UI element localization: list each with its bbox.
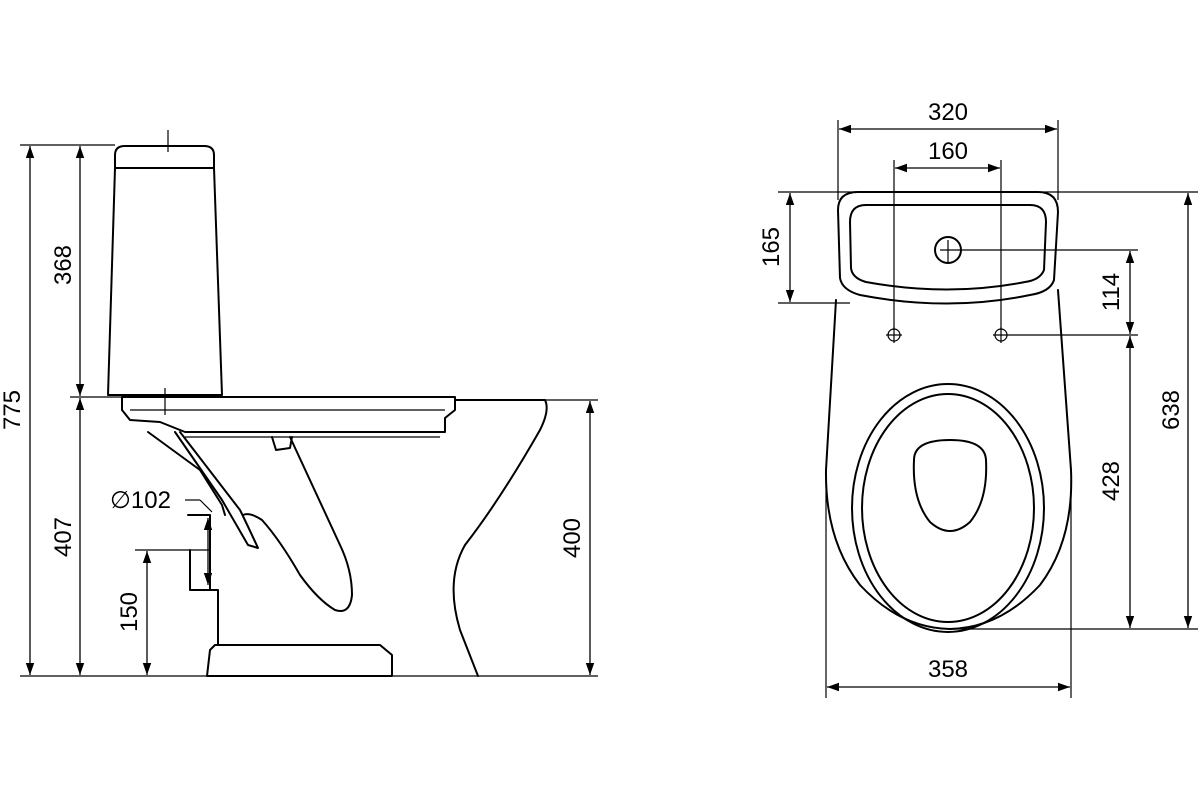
hole-offset-label: 114 xyxy=(1098,273,1125,311)
seat-outer xyxy=(851,383,1045,633)
tank-body xyxy=(107,167,223,396)
tank-depth-label: 165 xyxy=(758,227,785,267)
top-view: 320 160 165 114 428 638 358 xyxy=(758,99,1198,698)
seat xyxy=(121,396,456,433)
tank-height-label: 368 xyxy=(50,245,77,285)
bowl-body xyxy=(452,399,548,677)
rim-height-label: 400 xyxy=(559,518,586,558)
bowl-outline xyxy=(824,289,1073,630)
bowl-width-label: 358 xyxy=(928,656,968,683)
outlet-diameter-label: ∅102 xyxy=(110,487,171,514)
side-view: 775 368 407 150 400 ∅102 xyxy=(0,130,598,677)
mounting-hole-right xyxy=(993,327,1138,343)
tank-width-label: 320 xyxy=(928,99,968,126)
seat-opening xyxy=(912,439,988,532)
hole-spacing-label: 160 xyxy=(928,138,968,165)
total-height-label: 775 xyxy=(0,390,26,430)
bowl-height-label: 407 xyxy=(50,517,77,557)
base xyxy=(206,644,393,677)
total-depth-label: 638 xyxy=(1158,390,1185,430)
outlet-height-label: 150 xyxy=(116,592,143,632)
tank-lid xyxy=(114,145,215,169)
bowl-depth-label: 428 xyxy=(1098,461,1125,501)
